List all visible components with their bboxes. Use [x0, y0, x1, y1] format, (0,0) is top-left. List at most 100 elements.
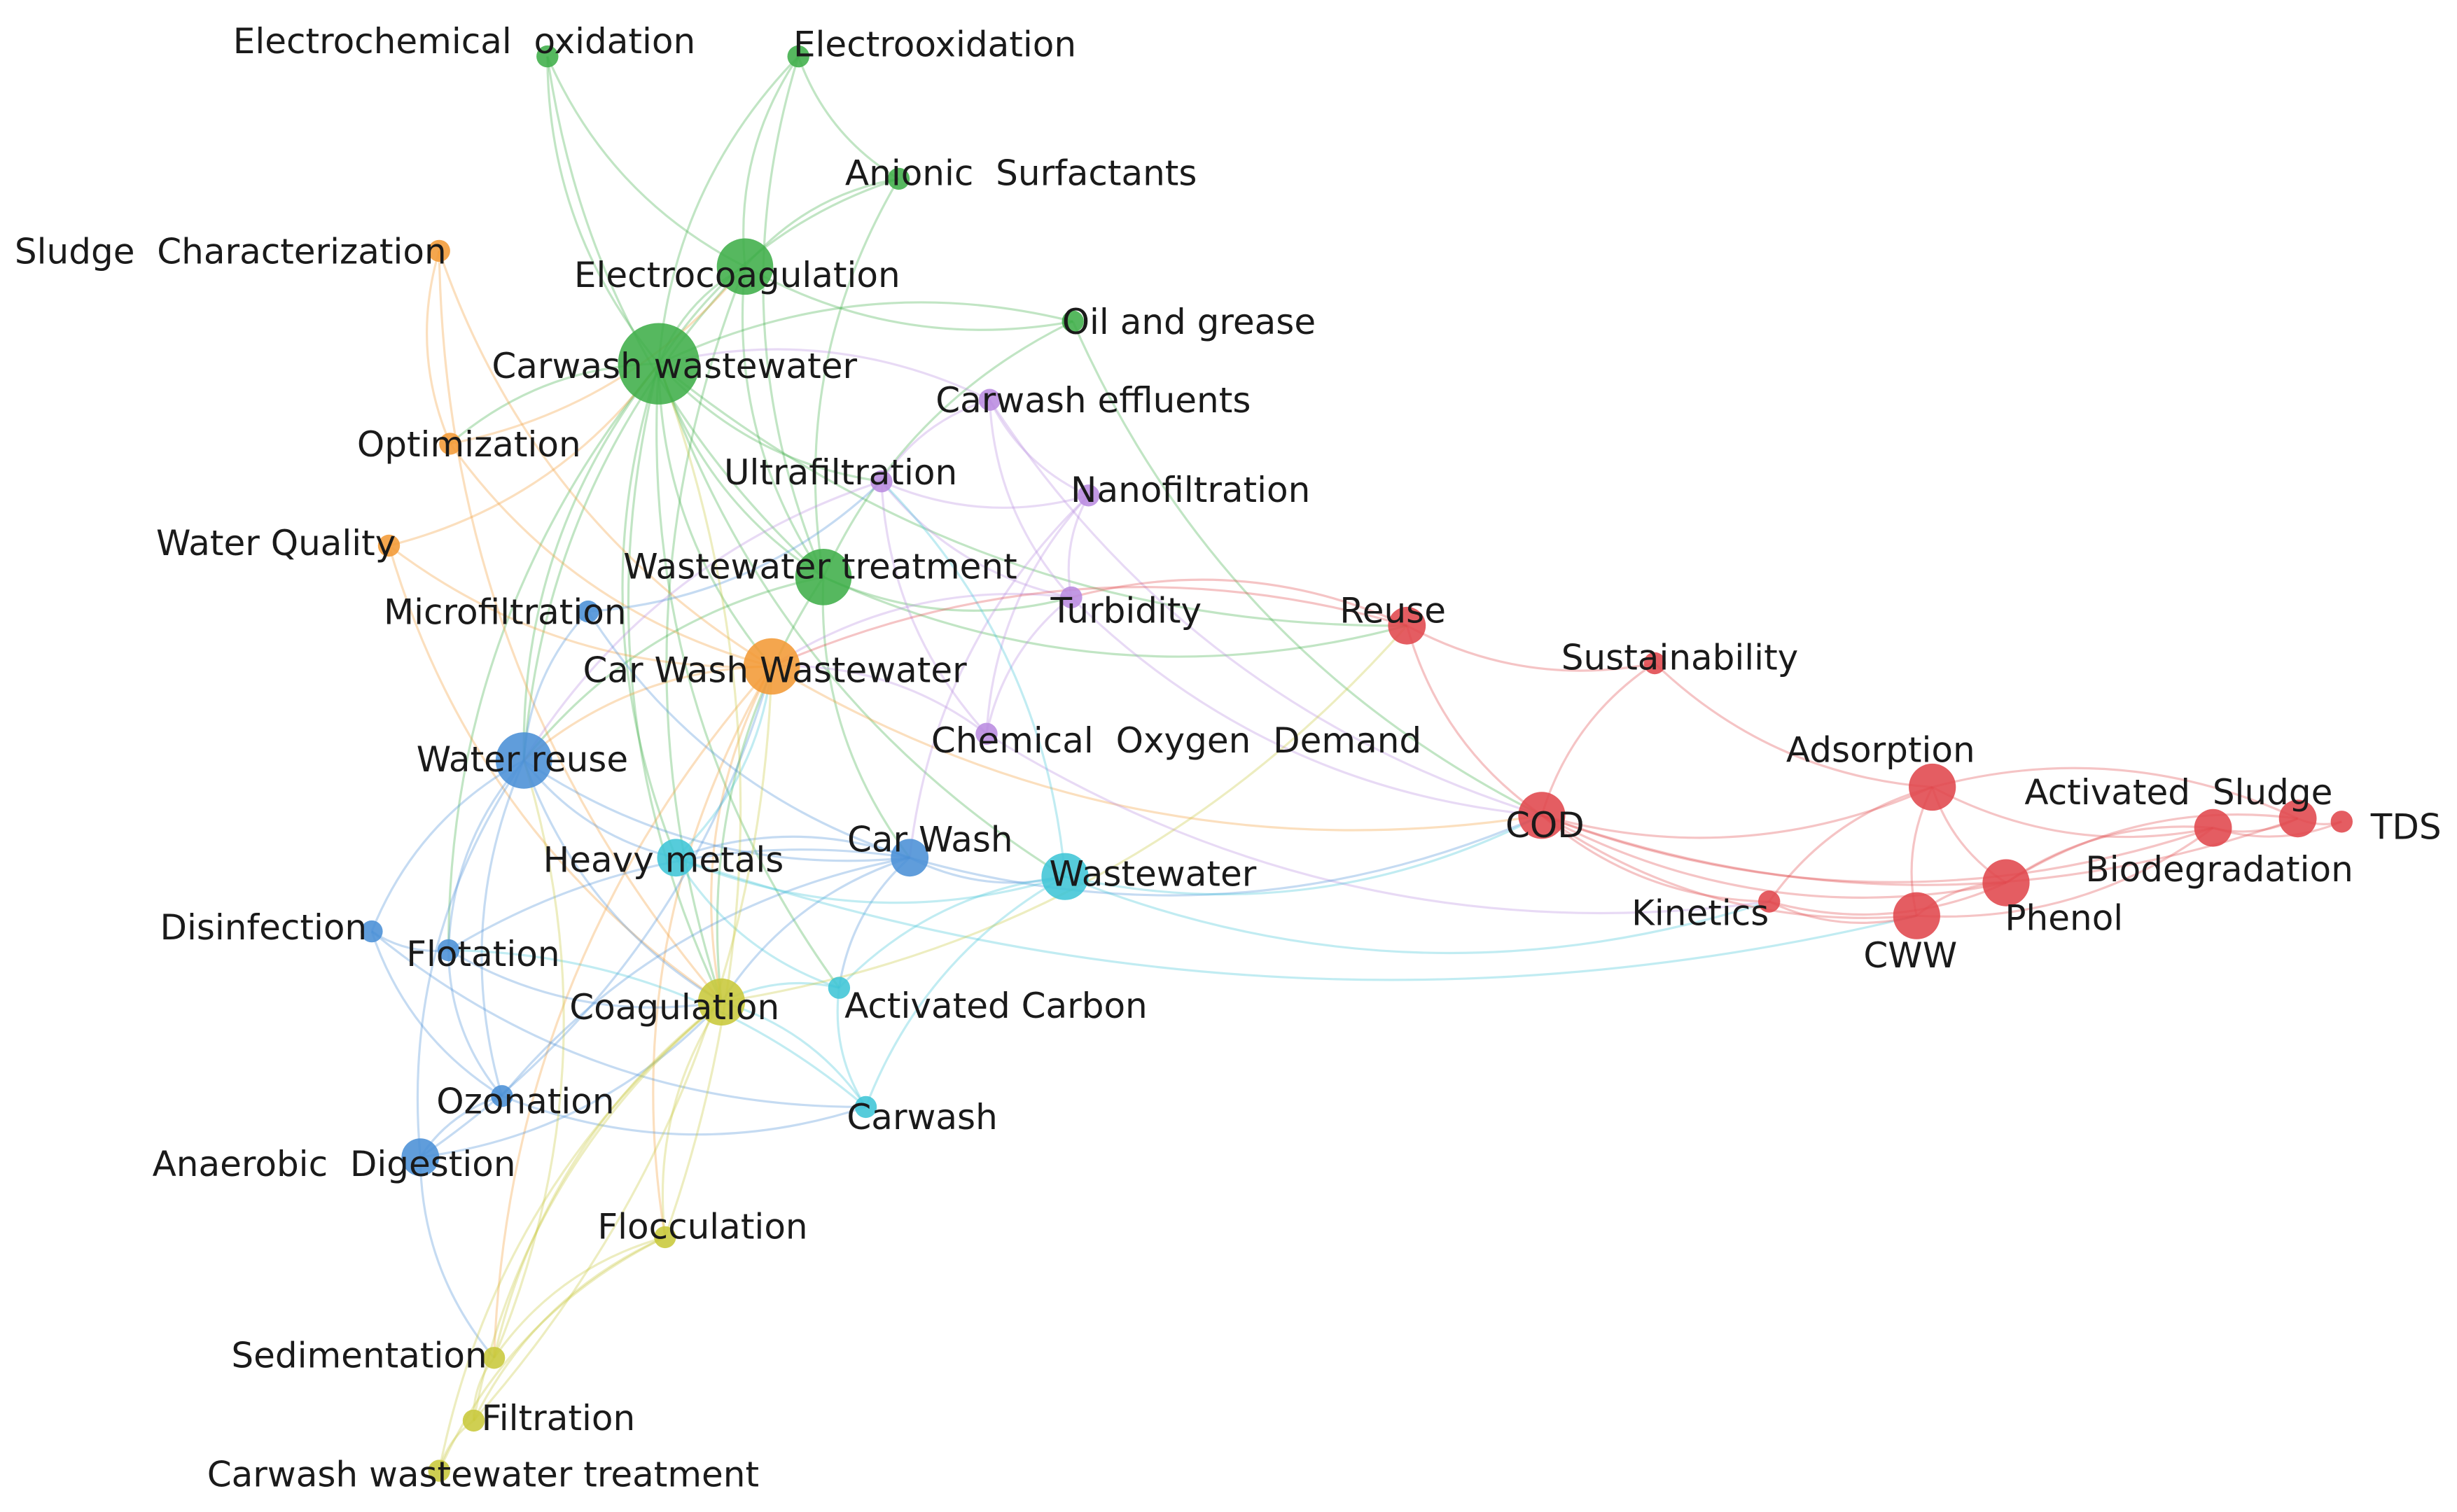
- node-sustainability[interactable]: [1643, 652, 1666, 675]
- node-electrocoagulation[interactable]: [716, 238, 774, 295]
- label-water-quality: Water Quality: [156, 523, 396, 564]
- label-carwash-effluents: Carwash effluents: [935, 380, 1251, 421]
- node-car-wash[interactable]: [891, 839, 929, 877]
- node-disinfection[interactable]: [361, 920, 383, 943]
- edge-cod-activated-sludge: [1541, 814, 2214, 883]
- edge-optimization-electrocoagulation: [450, 265, 746, 445]
- edge-anaerobic-digestion-sedimentation: [419, 1157, 495, 1359]
- edge-electrocoagulation-wastewater-treatment: [741, 266, 825, 578]
- edge-coagulation-sedimentation: [493, 1001, 723, 1359]
- node-ultrafiltration[interactable]: [870, 470, 893, 493]
- edge-car-wash-heavy-metals: [675, 835, 910, 859]
- edge-cod-biodegradation: [1541, 814, 2299, 886]
- edge-adsorption-activated-sludge: [1931, 786, 2213, 839]
- edge-carwash-flotation: [448, 948, 867, 1108]
- node-activated-carbon[interactable]: [828, 976, 851, 999]
- edge-reuse-turbidity: [1071, 578, 1407, 627]
- node-sludge-characterization[interactable]: [428, 239, 450, 262]
- node-flocculation[interactable]: [654, 1226, 676, 1249]
- label-optimization: Optimization: [357, 424, 581, 465]
- node-carwash-wastewater-treatment[interactable]: [428, 1460, 450, 1482]
- edge-microfiltration-ultrafiltration: [587, 480, 883, 613]
- edge-disinfection-carwash: [370, 930, 866, 1109]
- label-car-wash: Car Wash: [847, 819, 1013, 860]
- edge-carwash-wastewater-coagulation: [627, 363, 723, 1003]
- label-anaerobic-digestion: Anaerobic Digestion: [153, 1144, 516, 1184]
- node-sedimentation[interactable]: [482, 1347, 506, 1369]
- node-tds[interactable]: [2330, 811, 2353, 833]
- edge-wastewater-kinetics: [1064, 875, 1770, 955]
- node-filtration[interactable]: [462, 1409, 485, 1432]
- edge-carwash-effluents-cod: [989, 399, 1543, 817]
- label-sedimentation: Sedimentation: [231, 1335, 487, 1376]
- edge-car-wash-coagulation: [721, 856, 910, 1003]
- node-carwash-effluents[interactable]: [978, 388, 1001, 411]
- node-cww[interactable]: [1893, 892, 1940, 939]
- edges-layer: [370, 55, 2342, 1471]
- edge-nanofiltration-turbidity: [1067, 495, 1090, 598]
- node-turbidity[interactable]: [1060, 586, 1083, 609]
- label-wastewater-treatment: Wastewater treatment: [623, 547, 1017, 587]
- label-phenol: Phenol: [2005, 897, 2123, 938]
- label-carwash-wastewater-treatment: Carwash wastewater treatment: [207, 1455, 759, 1495]
- node-electrochemical-oxidation[interactable]: [536, 45, 559, 68]
- node-electrooxidation[interactable]: [787, 45, 809, 68]
- node-chemical-oxygen-demand[interactable]: [975, 722, 998, 746]
- node-car-wash-wastewater-caps[interactable]: [743, 638, 800, 695]
- node-cod[interactable]: [1518, 792, 1566, 839]
- node-adsorption[interactable]: [1909, 763, 1956, 811]
- node-carwash[interactable]: [854, 1096, 877, 1119]
- edge-turbidity-chemical-oxygen-demand: [985, 596, 1072, 734]
- node-microfiltration[interactable]: [577, 600, 599, 623]
- edge-sludge-characterization-optimization: [426, 250, 452, 444]
- node-coagulation[interactable]: [697, 978, 745, 1026]
- node-wastewater-treatment[interactable]: [795, 549, 852, 606]
- node-kinetics[interactable]: [1758, 890, 1781, 913]
- edge-electrooxidation-wastewater-treatment: [762, 56, 825, 578]
- edge-car-wash-wastewater-caps-water-reuse: [523, 665, 772, 762]
- edge-chemical-oxygen-demand-car-wash-wastewater-caps: [772, 664, 987, 735]
- edge-turbidity-car-wash-wastewater-caps: [771, 592, 1072, 668]
- edge-nanofiltration-car-wash: [908, 494, 1090, 858]
- edge-optimization-car-wash-wastewater-caps: [449, 442, 772, 668]
- label-sludge-characterization: Sludge Characterization: [15, 231, 447, 272]
- node-anionic-surfactants[interactable]: [887, 167, 910, 190]
- edge-anionic-surfactants-wastewater-treatment: [814, 178, 900, 578]
- node-reuse[interactable]: [1388, 606, 1426, 645]
- label-ozonation: Ozonation: [436, 1081, 614, 1121]
- edge-cod-cww: [1540, 814, 1917, 919]
- edge-flocculation-filtration: [473, 1236, 666, 1422]
- label-sustainability: Sustainability: [1561, 638, 1799, 678]
- edge-reuse-cod: [1405, 625, 1543, 817]
- edge-carwash-coagulation: [721, 1000, 867, 1108]
- node-phenol[interactable]: [1982, 859, 2030, 906]
- node-anaerobic-digestion[interactable]: [401, 1138, 440, 1176]
- node-activated-sludge[interactable]: [2194, 808, 2232, 847]
- node-flotation[interactable]: [437, 939, 460, 962]
- edge-adsorption-kinetics: [1768, 785, 1933, 902]
- edge-carwash-wastewater-heavy-metals: [621, 363, 677, 858]
- node-heavy-metals[interactable]: [657, 839, 695, 877]
- edge-water-quality-car-wash-wastewater-caps: [388, 545, 772, 668]
- edge-water-reuse-anaerobic-digestion: [416, 760, 525, 1158]
- node-biodegradation[interactable]: [2278, 799, 2317, 838]
- node-ozonation[interactable]: [491, 1085, 513, 1107]
- node-nanofiltration[interactable]: [1077, 484, 1100, 507]
- label-flocculation: Flocculation: [597, 1207, 807, 1247]
- node-carwash-wastewater[interactable]: [618, 323, 699, 405]
- edge-activated-carbon-carwash: [836, 988, 867, 1108]
- node-optimization[interactable]: [439, 433, 461, 455]
- node-wastewater[interactable]: [1041, 853, 1089, 900]
- edge-filtration-car-wash-wastewater-caps: [473, 666, 773, 1422]
- label-heavy-metals: Heavy metals: [543, 839, 784, 880]
- node-water-reuse[interactable]: [495, 732, 552, 789]
- edge-electrochemical-oxidation-carwash-wastewater: [546, 56, 660, 365]
- node-oil-and-grease[interactable]: [1062, 310, 1084, 332]
- edge-car-wash-cod: [909, 814, 1543, 897]
- label-flotation: Flotation: [406, 934, 559, 974]
- label-activated-carbon: Activated Carbon: [844, 986, 1148, 1026]
- node-water-quality[interactable]: [377, 534, 401, 557]
- edge-wastewater-treatment-car-wash: [821, 577, 911, 859]
- edge-flocculation-carwash-wastewater: [657, 363, 742, 1238]
